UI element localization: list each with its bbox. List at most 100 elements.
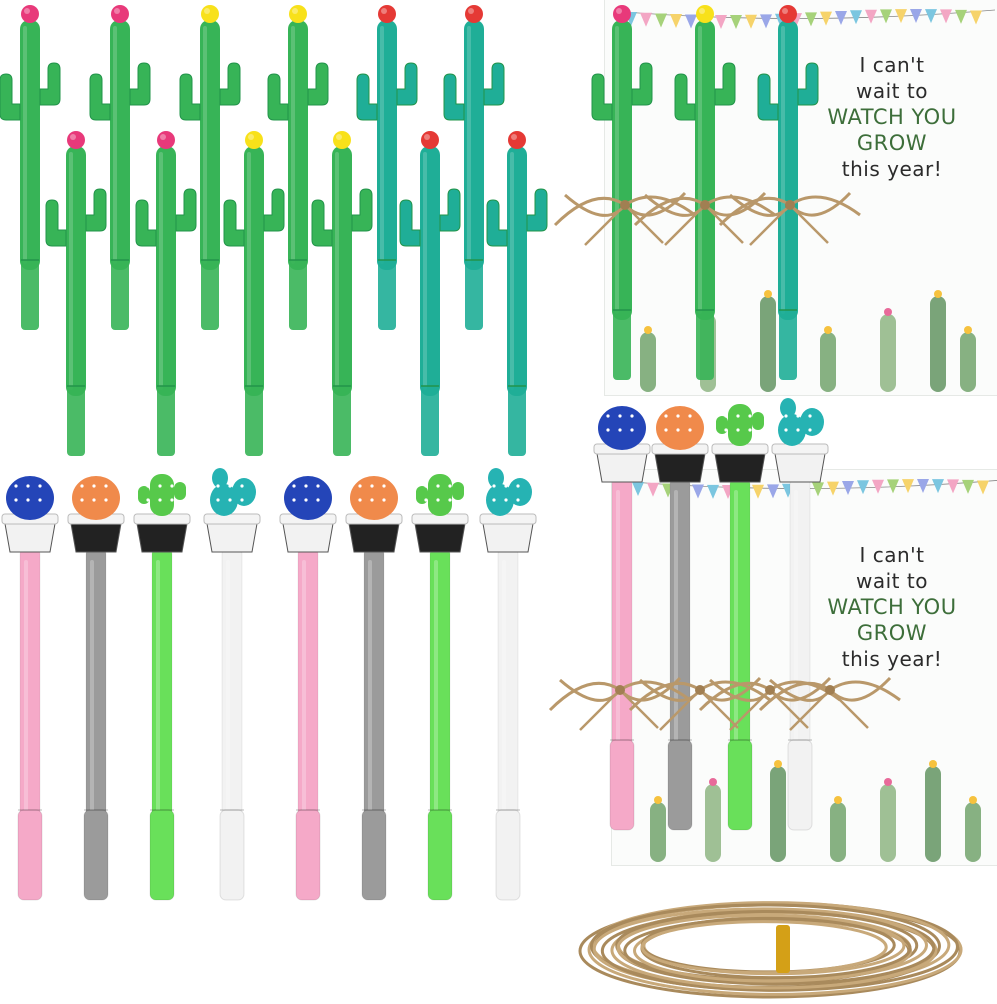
pennant-flag (707, 484, 719, 499)
cactus-cap (210, 484, 238, 516)
pennant-flag (977, 480, 989, 495)
card-cactus-illustration (965, 796, 981, 862)
cactus-pen (267, 5, 329, 330)
potted-cactus-pen (67, 476, 125, 901)
twine-bow (718, 191, 861, 246)
twine-bow (628, 676, 771, 731)
cactus-flower (378, 5, 396, 23)
pennant-flag (872, 479, 884, 494)
cactus-cap (656, 406, 704, 450)
cactus-cap (350, 476, 398, 520)
potted-cactus-pen (479, 468, 537, 901)
potted-cactus-pen (279, 476, 337, 901)
potted-cactus-pen (345, 476, 403, 901)
card-line-2: wait to (856, 79, 928, 103)
cactus-flower (111, 5, 129, 23)
potted-cactus-pen (133, 474, 191, 901)
cactus-pen (311, 131, 373, 456)
card-cactus-illustration (880, 778, 896, 862)
card-cactus-illustration (705, 778, 721, 862)
twine-coil (578, 901, 963, 999)
pennant-flag (640, 12, 652, 27)
pennant-flag (947, 479, 959, 494)
cactus-pen (591, 5, 653, 380)
pennant-flag (647, 482, 659, 497)
twine-clip (776, 925, 790, 973)
card-line-4: GROW (856, 131, 928, 155)
pennant-flag (760, 14, 772, 29)
pennant-flag (655, 13, 667, 28)
card-message: I can't wait to WATCH YOU GROW this year… (817, 52, 967, 182)
greeting-card-top: I can't wait to WATCH YOU GROW this year… (605, 0, 997, 395)
cactus-flower (465, 5, 483, 23)
cactus-flower (201, 5, 219, 23)
cactus-pen (45, 131, 107, 456)
cactus-cap (778, 414, 806, 446)
cactus-flower (333, 131, 351, 149)
pennant-flag (842, 480, 854, 495)
pennant-flag (812, 482, 824, 497)
cactus-cap (6, 476, 54, 520)
card-line-1: I can't (859, 543, 925, 567)
pennant-flag (910, 9, 922, 24)
cactus-pen (674, 5, 736, 380)
card-line-1: I can't (859, 53, 925, 77)
pennant-flag (835, 10, 847, 25)
cactus-flower (508, 131, 526, 149)
cactus-cap (150, 474, 174, 516)
cactus-cap (486, 484, 514, 516)
pennant-flag (715, 14, 727, 29)
potted-cactus-pen (593, 406, 651, 831)
card-message: I can't wait to WATCH YOU GROW this year… (817, 542, 967, 672)
cactus-cap (728, 404, 752, 446)
card-cactus-illustration (930, 290, 946, 392)
cactus-flower (421, 131, 439, 149)
pennant-flag (857, 480, 869, 495)
pennant-flag (685, 14, 697, 29)
card-cactus-illustration (640, 326, 656, 392)
card-cactus-illustration (820, 326, 836, 392)
cactus-flower (157, 131, 175, 149)
cactus-pen (399, 131, 461, 456)
cactus-cap (284, 476, 332, 520)
card-line-5: this year! (841, 647, 943, 671)
potted-cactus-pen (771, 398, 829, 831)
card-line-3: WATCH YOU (827, 105, 957, 129)
pennant-flag (692, 484, 704, 499)
potted-cactus-pen (411, 474, 469, 901)
cactus-flower (245, 131, 263, 149)
card-cactus-illustration (760, 290, 776, 392)
pennant-flag (902, 479, 914, 494)
pennant-flag (820, 11, 832, 26)
cactus-pen (223, 131, 285, 456)
cactus-flower (21, 5, 39, 23)
cactus-pen (89, 5, 151, 330)
pennant-flag (827, 481, 839, 496)
pennant-flag (940, 9, 952, 24)
card-line-4: GROW (856, 621, 928, 645)
pennant-flag (917, 479, 929, 494)
pennant-flag (925, 9, 937, 24)
pennant-flag (767, 484, 779, 499)
cactus-flower (696, 5, 714, 23)
twine-bow (758, 676, 901, 731)
card-line-3: WATCH YOU (827, 595, 957, 619)
pennant-flag (887, 479, 899, 494)
pennant-flag (970, 10, 982, 25)
pennant-flag (895, 9, 907, 24)
pennant-flag (730, 14, 742, 29)
pennant-flag (670, 14, 682, 29)
pennant-flag (752, 484, 764, 499)
potted-cactus-pen (203, 468, 261, 901)
pennant-flag (850, 10, 862, 25)
card-cactus-illustration (650, 796, 666, 862)
pennant-flag (880, 9, 892, 24)
cactus-pen (486, 131, 548, 456)
cactus-pen (179, 5, 241, 330)
pennant-flag (955, 9, 967, 24)
card-cactus-illustration (880, 308, 896, 392)
pennant-flag (865, 9, 877, 24)
